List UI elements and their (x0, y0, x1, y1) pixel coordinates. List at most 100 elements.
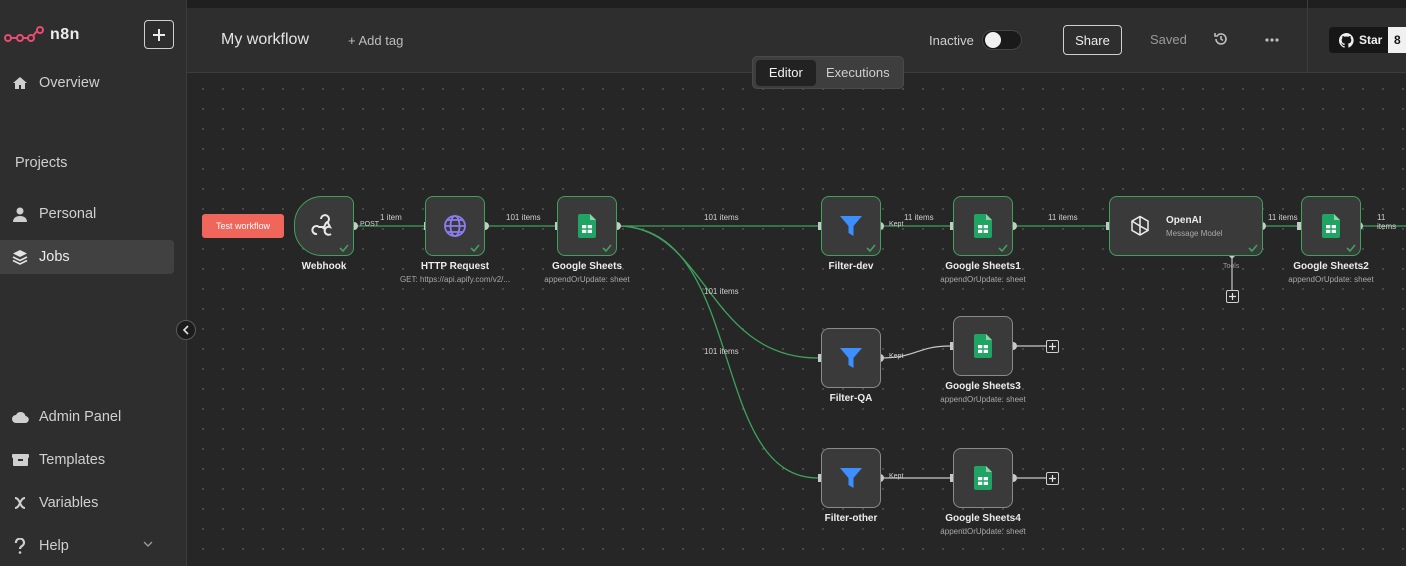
wire-label-items: 101 items (704, 287, 739, 296)
webhook-icon (311, 214, 333, 236)
success-check-icon (1346, 244, 1356, 252)
collapse-sidebar-button[interactable] (176, 320, 196, 340)
input-handle (818, 354, 822, 362)
node-label: Google Sheets1 (945, 261, 1021, 272)
node-subtitle: appendOrUpdate: sheet (940, 395, 1026, 404)
node-http-request[interactable] (425, 196, 485, 256)
node-google-sheets2[interactable] (1301, 196, 1361, 256)
sidebar-item-admin-panel[interactable]: Admin Panel (0, 400, 174, 434)
filter-icon (840, 468, 862, 488)
sidebar-item-label: Variables (39, 495, 99, 511)
node-label: Filter-other (824, 513, 878, 524)
plus-icon (153, 28, 165, 41)
tab-executions[interactable]: Executions (826, 65, 890, 80)
wire-label-items: 11 items (1377, 213, 1397, 231)
wire-label-items: 101 items (506, 213, 541, 222)
success-check-icon (602, 244, 612, 252)
google-sheets-icon (974, 334, 992, 358)
sidebar: n8n Overview Projects Personal Jobs Admi… (0, 0, 187, 566)
node-label: Google Sheets (551, 261, 622, 272)
success-check-icon (998, 244, 1008, 252)
success-check-icon (866, 244, 876, 252)
openai-icon (1131, 215, 1149, 236)
saved-status: Saved (1150, 32, 1187, 47)
google-sheets-icon (578, 214, 596, 238)
sidebar-item-overview[interactable]: Overview (0, 66, 174, 100)
node-filter-qa[interactable] (821, 328, 881, 388)
plus-icon (1049, 475, 1056, 482)
node-filter-dev[interactable] (821, 196, 881, 256)
node-subtitle: appendOrUpdate: sheet (940, 275, 1026, 284)
wire-label-items: 11 items (904, 213, 934, 222)
input-handle (1106, 222, 1110, 230)
node-google-sheets[interactable] (557, 196, 617, 256)
logo-text: n8n (50, 26, 80, 43)
node-google-sheets3[interactable] (953, 316, 1013, 376)
node-subtitle: GET: https://api.apify.com/v2/... (399, 275, 511, 284)
node-label: Google Sheets4 (945, 513, 1021, 524)
workflow-canvas[interactable]: Test workflow Webhook HTTP Request GET: … (187, 73, 1406, 566)
google-sheets-icon (974, 214, 992, 238)
view-tabs: Editor Executions (752, 56, 904, 89)
star-label: Star (1359, 33, 1383, 47)
sidebar-item-personal[interactable]: Personal (0, 197, 174, 231)
n8n-logo-icon (4, 26, 44, 42)
input-handle (950, 342, 954, 350)
globe-icon (444, 215, 466, 237)
node-label: Google Sheets2 (1293, 261, 1369, 272)
sidebar-item-jobs[interactable]: Jobs (0, 240, 174, 274)
node-subtitle: appendOrUpdate: sheet (1288, 275, 1374, 284)
tools-label: Tools (1223, 263, 1240, 270)
success-check-icon (470, 244, 480, 252)
sidebar-item-label: Personal (39, 206, 97, 222)
node-openai[interactable]: OpenAI Message Model (1109, 196, 1263, 256)
chevron-down-icon[interactable] (142, 540, 154, 548)
chevron-left-icon (182, 325, 189, 335)
node-subtitle: appendOrUpdate: sheet (940, 527, 1026, 536)
question-icon (11, 537, 29, 555)
success-check-icon (1248, 244, 1258, 252)
wire-label-kept: Kept (889, 353, 904, 360)
node-filter-other[interactable] (821, 448, 881, 508)
wire-filterqa-sheets3 (879, 345, 951, 359)
sidebar-item-label: Overview (39, 75, 100, 91)
add-tool-button[interactable] (1226, 290, 1239, 303)
sidebar-item-label: Admin Panel (39, 409, 122, 425)
wire-sheets-filterother (616, 225, 819, 479)
add-button[interactable] (144, 20, 174, 49)
node-google-sheets1[interactable] (953, 196, 1013, 256)
variable-icon (11, 494, 29, 512)
more-options-icon[interactable] (1264, 31, 1280, 47)
history-icon[interactable] (1213, 31, 1229, 47)
tab-editor[interactable]: Editor (756, 59, 816, 86)
openai-title: OpenAI (1166, 214, 1202, 226)
wire-label-items: 1 item (380, 213, 402, 222)
plus-icon (1229, 293, 1236, 300)
wire-label-items: 101 items (704, 213, 739, 222)
sidebar-item-help[interactable]: Help (0, 529, 174, 563)
plus-icon (1049, 343, 1056, 350)
sidebar-item-variables[interactable]: Variables (0, 486, 174, 520)
projects-section-title: Projects (15, 155, 68, 171)
input-handle (1297, 222, 1301, 230)
wire-label-items: 11 items (1048, 213, 1078, 222)
wire-label-items: 101 items (704, 347, 739, 356)
input-handle (818, 474, 822, 482)
n8n-logo[interactable]: n8n (4, 24, 80, 46)
wire-label-post: POST (360, 221, 380, 228)
node-google-sheets4[interactable] (953, 448, 1013, 508)
add-node-button[interactable] (1046, 472, 1059, 485)
workflow-title[interactable]: My workflow (221, 31, 310, 48)
sidebar-item-templates[interactable]: Templates (0, 443, 174, 477)
input-handle (950, 222, 954, 230)
add-tag-button[interactable]: + Add tag (348, 33, 404, 48)
active-toggle[interactable] (982, 30, 1022, 50)
wire-label-items: 11 items (1268, 213, 1298, 222)
node-label: HTTP Request (420, 261, 490, 272)
share-button[interactable]: Share (1063, 25, 1122, 55)
google-sheets-icon (1322, 214, 1340, 238)
add-node-button[interactable] (1046, 340, 1059, 353)
node-webhook[interactable] (294, 196, 354, 256)
test-workflow-button[interactable]: Test workflow (202, 214, 284, 238)
sidebar-item-label: Help (39, 538, 69, 554)
